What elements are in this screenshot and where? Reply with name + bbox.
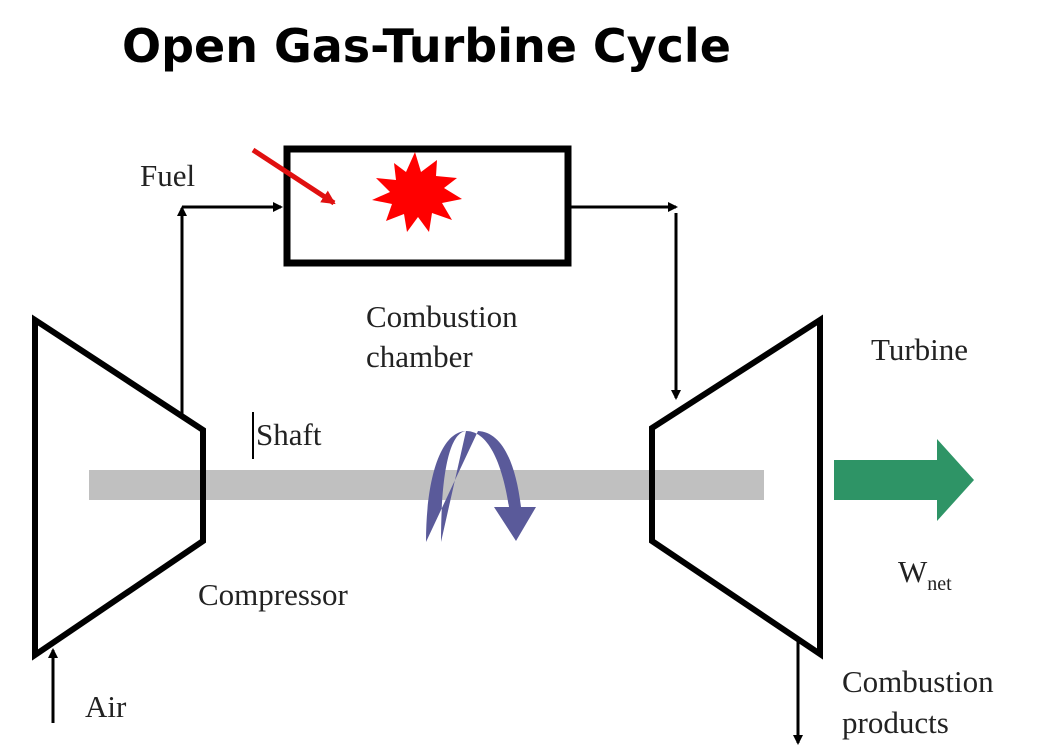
combustion-chamber-label-line1: Combustion [366, 299, 518, 334]
fuel-injection-arrow [251, 147, 336, 206]
flame-icon [372, 152, 462, 232]
shaft [89, 470, 764, 500]
work-symbol: W [898, 554, 928, 589]
combustion-chamber-label-line2: chamber [366, 339, 473, 374]
compressor-label: Compressor [198, 577, 349, 612]
work-subscript: net [927, 573, 952, 595]
rotation-arrow-icon [426, 431, 536, 542]
shaft-label: Shaft [256, 417, 322, 452]
combustion-chamber-box [283, 145, 572, 267]
compressor-shape [32, 314, 206, 661]
page-title: Open Gas-Turbine Cycle [122, 19, 731, 73]
turbine-shape [649, 314, 823, 660]
air-label: Air [85, 689, 127, 724]
work-output-arrow [834, 439, 974, 521]
turbine-label: Turbine [871, 332, 968, 367]
exhaust-label-line1: Combustion [842, 664, 994, 699]
fuel-label: Fuel [140, 158, 195, 193]
work-net-label: Wnet [898, 554, 952, 595]
exhaust-label-line2: products [842, 705, 949, 740]
